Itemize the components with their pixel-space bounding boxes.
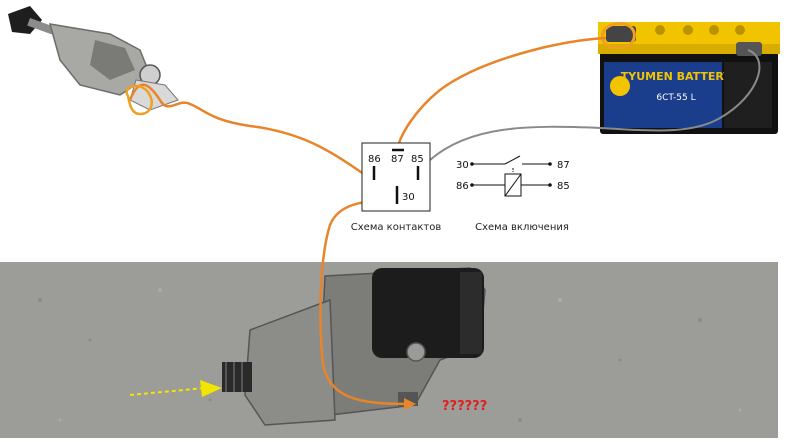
motor-housing xyxy=(372,268,484,358)
schem-label-87: 87 xyxy=(557,160,570,171)
yellow-arrow xyxy=(129,380,222,397)
question-marks: ?????? xyxy=(442,399,487,414)
solenoid-terminal xyxy=(406,342,426,362)
ignition-lock xyxy=(8,6,179,111)
pin-label-85: 85 xyxy=(411,154,424,165)
pin-label-30: 30 xyxy=(402,192,415,203)
relay-contacts-diagram: 86 87 85 30 Схема контактов xyxy=(351,142,442,233)
contacts-caption: Схема контактов xyxy=(351,222,442,233)
positive-terminal xyxy=(606,26,636,42)
switch-contact xyxy=(504,155,521,165)
wire-30-to-starter xyxy=(319,198,411,406)
battery-model: 6CT-55 L xyxy=(656,93,695,103)
relay-switching-schematic: 30 87 86 85 Схема включения xyxy=(456,155,570,233)
pin-label-87: 87 xyxy=(391,154,404,165)
terminal-highlight xyxy=(601,22,636,50)
switching-caption: Схема включения xyxy=(475,222,569,233)
wire-ignition-to-86 xyxy=(128,83,372,177)
brand-emblem-icon xyxy=(610,76,630,96)
starter-motor xyxy=(222,267,486,426)
battery: TYUMEN BATTERY 6CT-55 L xyxy=(598,22,780,134)
battery-brand: TYUMEN BATTERY xyxy=(621,70,733,83)
wire-arrow-head xyxy=(404,398,416,410)
pin-label-86: 86 xyxy=(368,154,381,165)
floor-texture xyxy=(38,288,742,422)
wire-ground-to-85 xyxy=(429,49,761,161)
wire-battery-to-87 xyxy=(395,36,607,151)
schem-label-86: 86 xyxy=(456,181,469,192)
negative-terminal xyxy=(736,42,762,56)
schem-label-30: 30 xyxy=(456,160,469,171)
ignition-highlight xyxy=(125,84,153,116)
schem-label-85: 85 xyxy=(557,181,570,192)
